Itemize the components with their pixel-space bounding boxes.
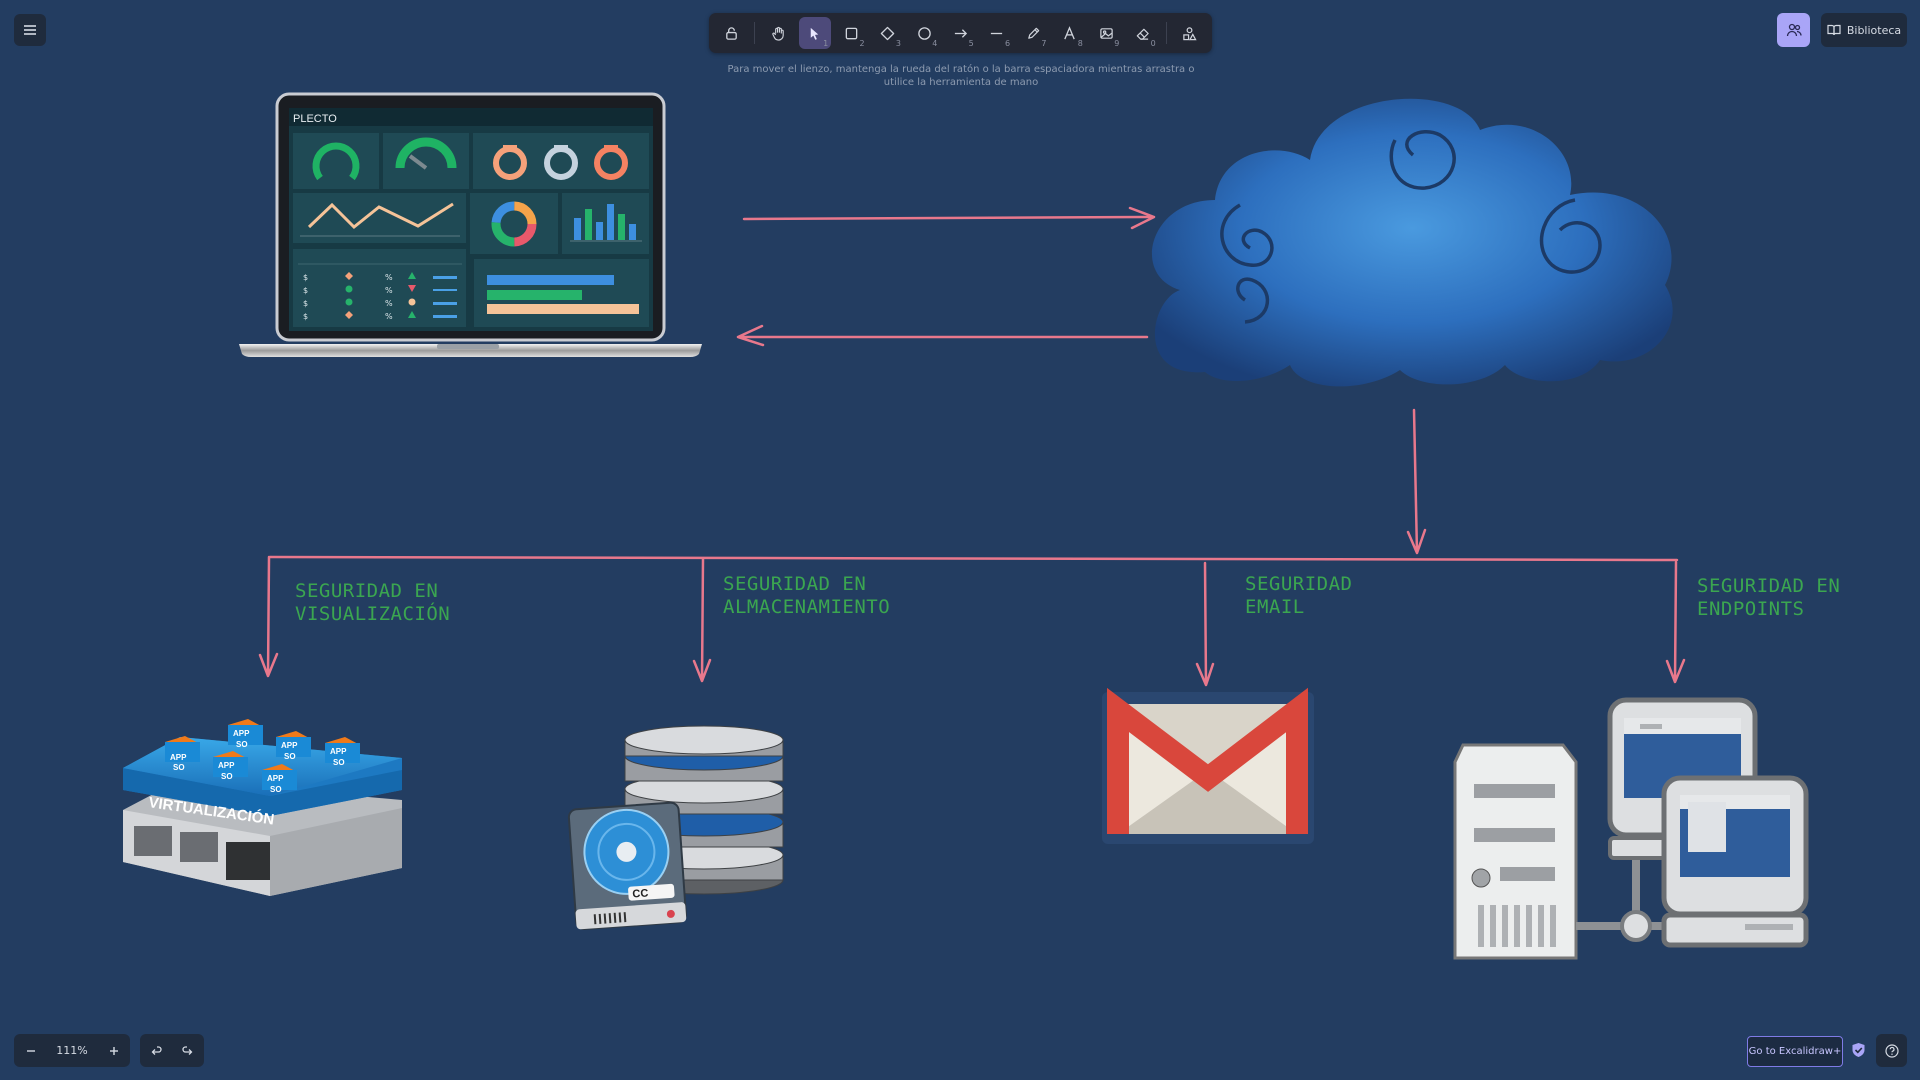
tool-lock[interactable] <box>715 17 747 49</box>
svg-text:APP: APP <box>170 753 187 762</box>
svg-text:$: $ <box>303 312 308 321</box>
svg-text:APP: APP <box>218 761 235 770</box>
toolbar: 1 2 3 4 5 6 7 8 9 0 <box>709 13 1212 53</box>
minus-icon <box>26 1049 35 1052</box>
storage-image[interactable]: CC <box>567 725 784 930</box>
tool-text[interactable]: 8 <box>1054 17 1086 49</box>
endpoints-image[interactable] <box>1453 697 1809 960</box>
line-icon <box>991 32 1003 34</box>
arrow-to-virtualization <box>258 555 279 678</box>
arrow-to-email <box>1195 561 1215 687</box>
lock-icon <box>725 26 737 40</box>
svg-text:SO: SO <box>173 763 185 772</box>
diamond-icon <box>880 26 895 40</box>
eraser-icon <box>1136 28 1149 40</box>
help-icon <box>1884 1043 1899 1058</box>
zoom-controls: 111% <box>14 1034 130 1067</box>
svg-text:%: % <box>385 312 393 321</box>
help-button[interactable] <box>1876 1034 1907 1067</box>
virtualization-image[interactable]: VIRTUALIZACIÓN APP SO APP SO APP SO <box>123 719 402 896</box>
tool-draw[interactable]: 7 <box>1017 17 1049 49</box>
svg-text:APP: APP <box>233 729 250 738</box>
arrow-cloud-to-laptop <box>736 324 1149 347</box>
tool-hand[interactable] <box>762 17 794 49</box>
label-security-storage[interactable]: SEGURIDAD EN ALMACENAMIENTO <box>723 573 891 618</box>
redo-button[interactable] <box>172 1034 204 1067</box>
zoom-reset-button[interactable]: 111% <box>56 1044 88 1057</box>
arrow-cloud-down <box>1406 408 1427 555</box>
svg-text:APP: APP <box>267 774 284 783</box>
hamburger-icon <box>24 25 36 35</box>
arrow-to-storage <box>692 557 712 683</box>
laptop-dashboard-image[interactable]: PLECTO $ $ $ $ %%%% <box>239 92 702 357</box>
svg-text:SO: SO <box>284 752 296 761</box>
tool-extra-shapes[interactable] <box>1174 17 1206 49</box>
arrow-icon <box>954 28 968 38</box>
tool-rectangle[interactable]: 2 <box>835 17 867 49</box>
undo-button[interactable] <box>140 1034 172 1067</box>
book-icon <box>1827 24 1841 36</box>
users-icon <box>1786 23 1802 37</box>
hand-icon <box>772 26 784 41</box>
svg-text:SO: SO <box>270 785 282 794</box>
plus-icon <box>109 1046 118 1055</box>
svg-text:APP: APP <box>330 747 347 756</box>
shapes-icon <box>1183 26 1197 40</box>
history-controls <box>140 1034 204 1067</box>
cloud-image[interactable] <box>1151 98 1673 387</box>
arrow-laptop-to-cloud <box>742 206 1156 230</box>
library-button[interactable]: Biblioteca <box>1821 13 1907 47</box>
tool-image[interactable]: 9 <box>1090 17 1122 49</box>
text-icon <box>1064 25 1075 39</box>
tool-eraser[interactable]: 0 <box>1126 17 1158 49</box>
collaborate-button[interactable] <box>1777 13 1810 47</box>
tool-selection[interactable]: 1 <box>798 17 832 49</box>
zoom-out-button[interactable] <box>14 1034 47 1067</box>
branch-line <box>268 555 1679 562</box>
email-image[interactable] <box>1102 687 1314 844</box>
undo-icon <box>151 1045 162 1055</box>
cc-badge: CC <box>632 887 649 900</box>
svg-text:SO: SO <box>333 758 345 767</box>
tool-arrow[interactable]: 5 <box>944 17 976 49</box>
pencil-icon <box>1028 27 1040 39</box>
svg-text:%: % <box>385 273 393 282</box>
toolbar-divider <box>754 22 756 44</box>
library-label: Biblioteca <box>1846 23 1902 37</box>
rectangle-icon <box>845 27 858 39</box>
tool-diamond[interactable]: 3 <box>872 17 904 49</box>
label-security-endpoints[interactable]: SEGURIDAD EN ENDPOINTS <box>1697 575 1841 620</box>
tool-line[interactable]: 6 <box>981 17 1013 49</box>
redo-icon <box>182 1045 193 1055</box>
excalidraw-plus-button[interactable]: Go to Excalidraw+ <box>1747 1036 1843 1067</box>
canvas-hint: Para mover el lienzo, mantenga la rueda … <box>727 64 1195 88</box>
laptop-brand: PLECTO <box>293 113 337 125</box>
svg-text:%: % <box>385 299 393 308</box>
zoom-in-button[interactable] <box>97 1034 130 1067</box>
svg-text:$: $ <box>303 286 308 295</box>
tool-ellipse[interactable]: 4 <box>908 17 940 49</box>
svg-text:SO: SO <box>221 772 233 781</box>
main-menu-button[interactable] <box>14 14 46 46</box>
ellipse-icon <box>917 26 931 40</box>
svg-text:%: % <box>385 286 393 295</box>
image-icon <box>1099 27 1113 39</box>
svg-text:$: $ <box>303 273 308 282</box>
cursor-icon <box>811 27 819 40</box>
label-security-email[interactable]: SEGURIDAD EMAIL <box>1245 573 1353 618</box>
encryption-shield-icon[interactable] <box>1851 1042 1866 1062</box>
svg-text:$: $ <box>303 299 308 308</box>
arrow-to-endpoints <box>1665 560 1686 684</box>
toolbar-divider <box>1165 22 1167 44</box>
svg-text:SO: SO <box>236 740 248 749</box>
svg-text:APP: APP <box>281 741 298 750</box>
label-security-virtualization[interactable]: SEGURIDAD EN VISUALIZACIÓN <box>295 580 451 625</box>
